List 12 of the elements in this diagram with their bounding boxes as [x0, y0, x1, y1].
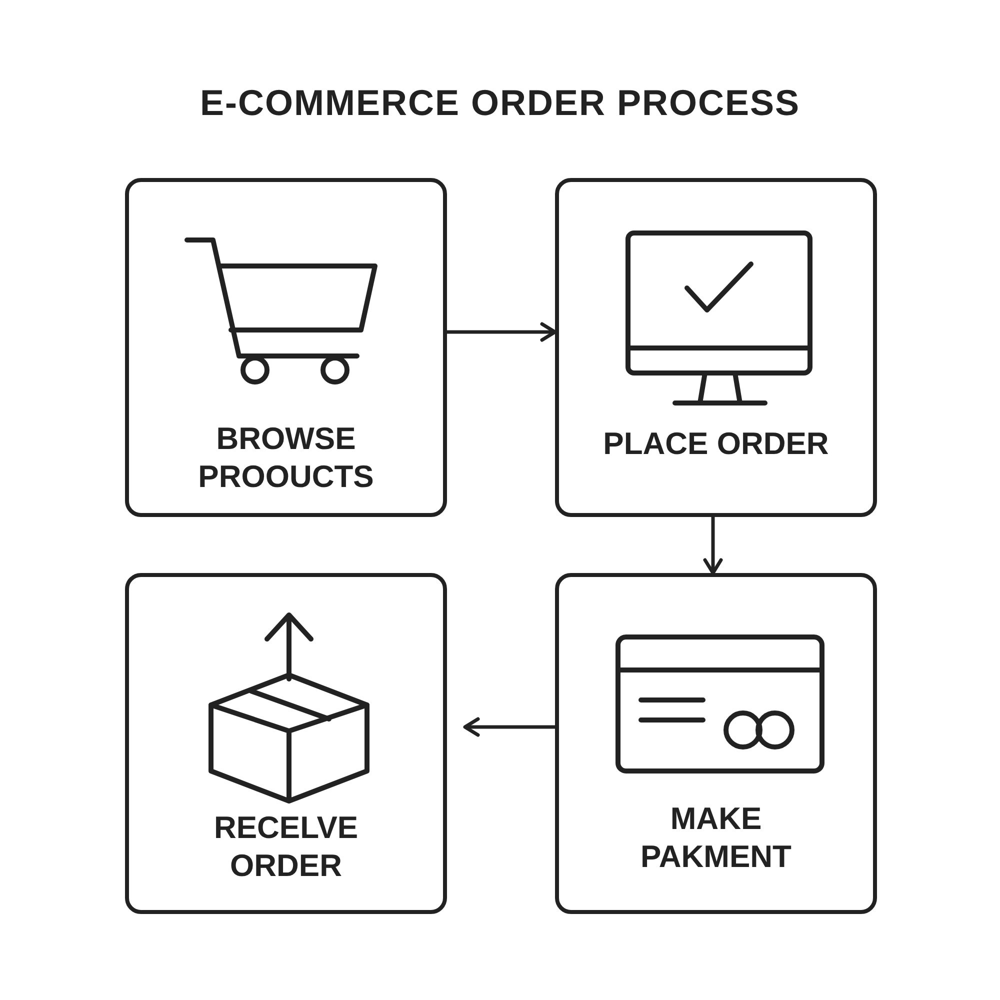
diagram-title: E-COMMERCE ORDER PROCESS — [198, 82, 802, 124]
arrow — [447, 322, 557, 342]
step-label: PLACE ORDER — [602, 425, 830, 463]
step-label: RECELVE ORDER — [212, 809, 360, 885]
step-box — [555, 178, 877, 517]
step-box — [125, 573, 447, 914]
step-box — [125, 178, 447, 517]
step-label: BROWSE PROOUCTS — [197, 420, 375, 496]
arrow — [463, 717, 555, 737]
step-box — [555, 573, 877, 914]
arrow — [703, 517, 723, 575]
step-label: MAKE PAKMENT — [640, 800, 792, 876]
